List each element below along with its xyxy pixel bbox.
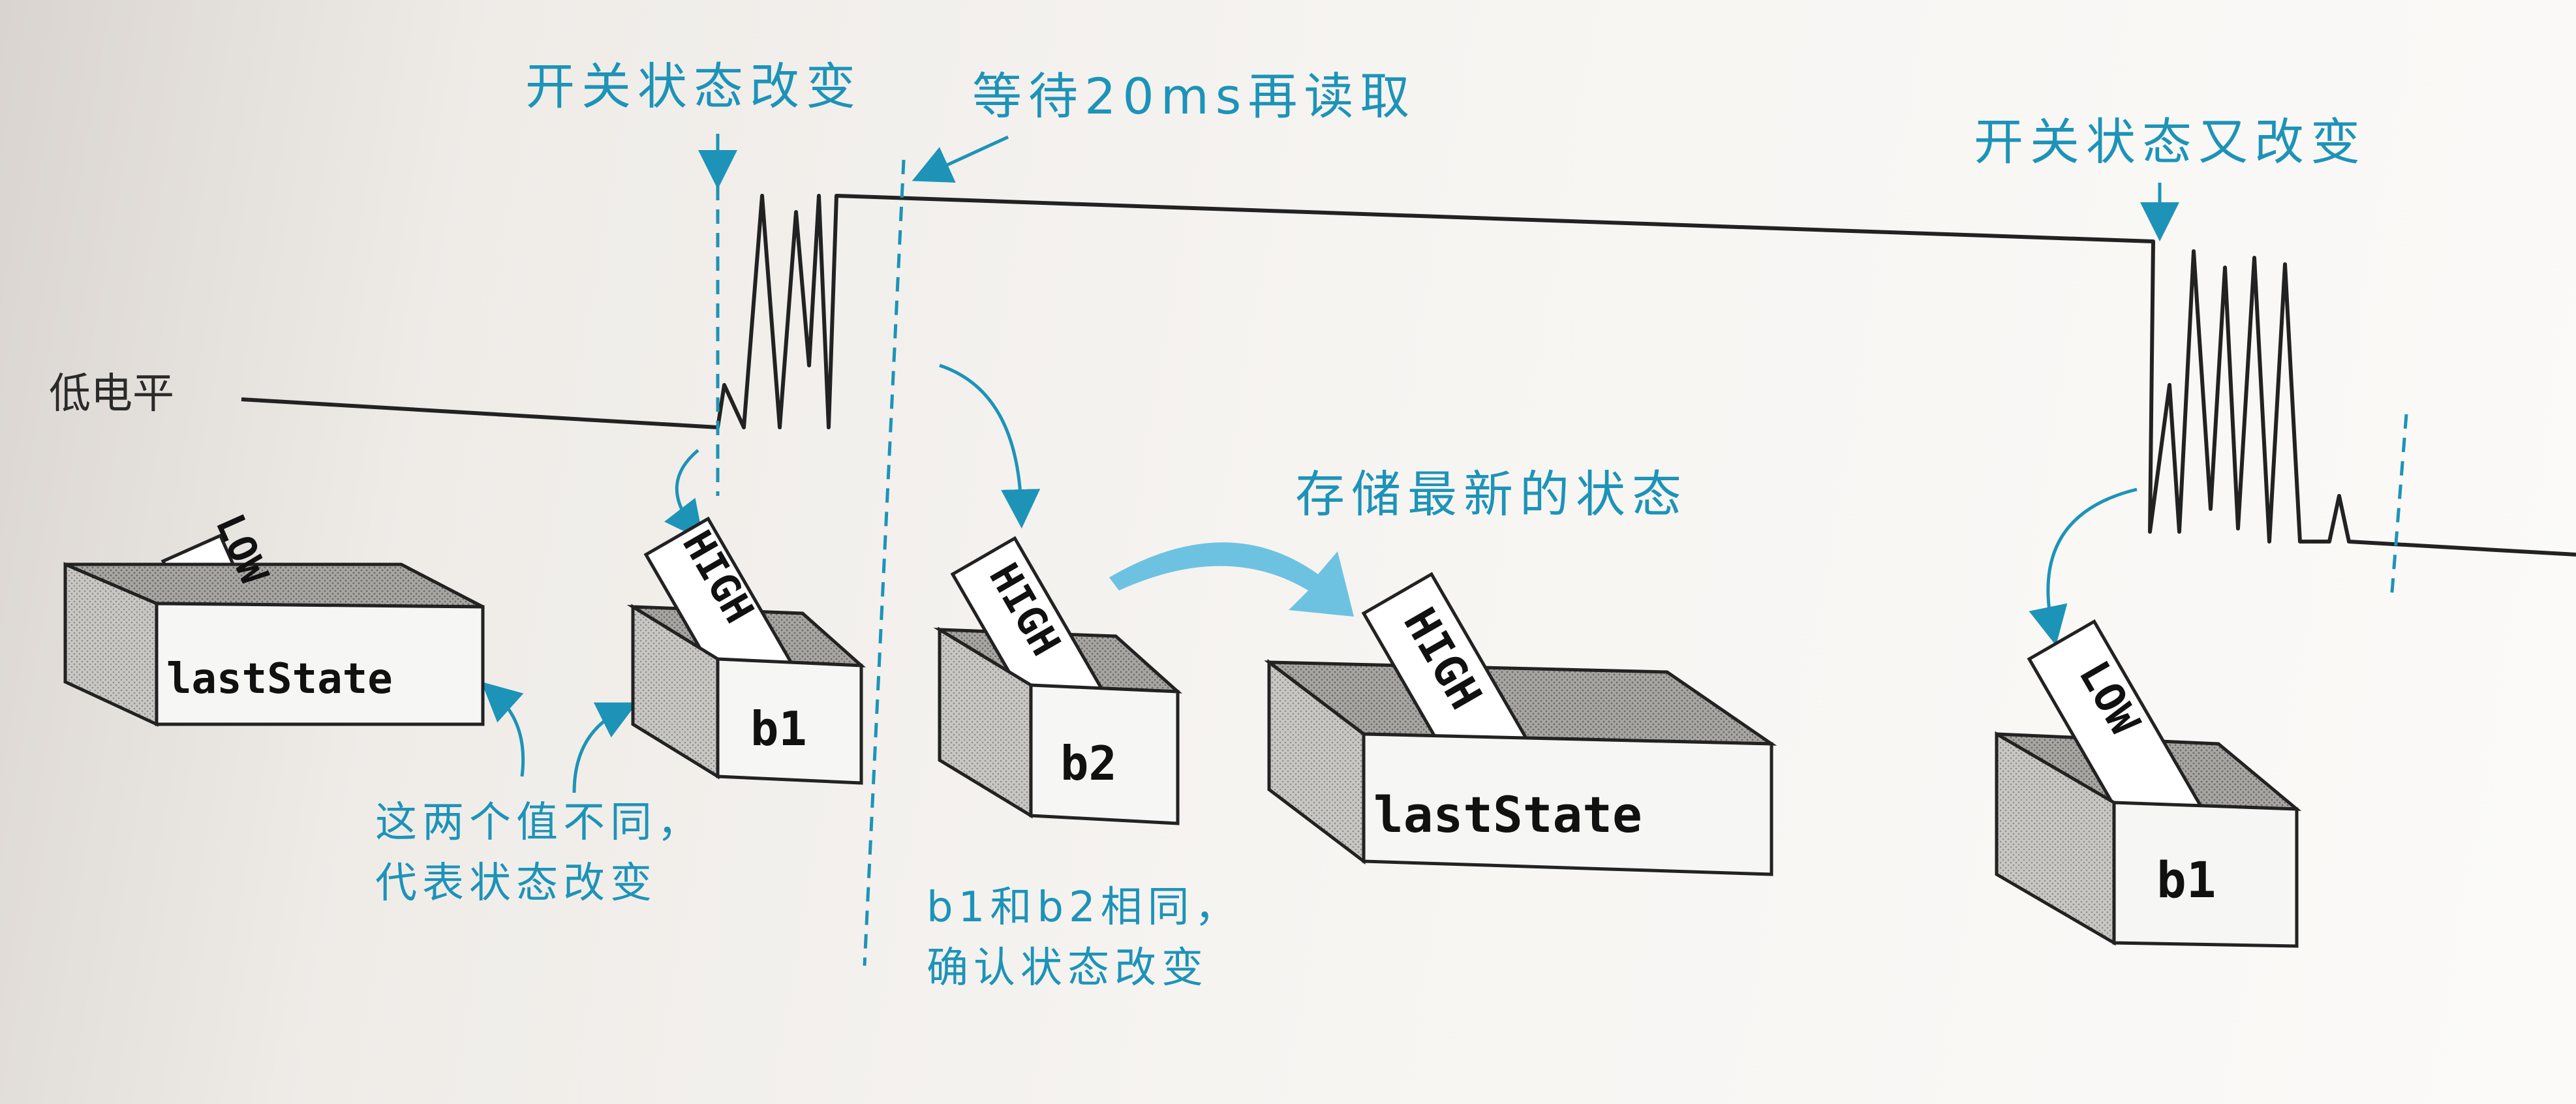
switch-changed-again-label: 开关状态又改变 [1974, 113, 2367, 171]
dashed-line-end [2389, 414, 2408, 601]
dashed-line-20ms [863, 159, 906, 966]
store-arrow [1109, 542, 1354, 617]
switch-changed-label: 开关状态改变 [525, 57, 862, 115]
arrow-to-b2 [939, 363, 1041, 529]
label-b1-second: b1 [2156, 851, 2216, 909]
annotation-arrows [481, 134, 2179, 793]
label-b1-first: b1 [750, 701, 807, 756]
box-b2 [933, 536, 1182, 825]
signal-waveform [241, 194, 2576, 557]
values-differ-line2: 代表状态改变 [375, 859, 657, 908]
values-differ-note: 这两个值不同， 代表状态改变 [375, 793, 704, 914]
arrow-to-b1-second [2029, 487, 2138, 646]
box-labels: lastState b1 b2 lastState b1 [166, 655, 2216, 909]
b1-b2-same-line1: b1和b2相同， [927, 883, 1242, 932]
box-b1-second [1995, 619, 2302, 948]
arrow-wait-20ms [912, 135, 1009, 183]
box-b1-first [626, 516, 866, 785]
label-laststate-right: lastState [1373, 786, 1642, 844]
b1-b2-same-line2: 确认状态改变 [927, 943, 1208, 992]
arrow-from-laststate [481, 681, 525, 777]
box-laststate-right [1264, 572, 1777, 876]
arrow-from-b1 [572, 702, 637, 793]
values-differ-line1: 这两个值不同， [375, 799, 704, 847]
low-level-label: 低电平 [49, 370, 174, 418]
label-laststate-left: lastState [166, 655, 393, 703]
store-latest-label: 存储最新的状态 [1295, 465, 1688, 523]
box-laststate-left [63, 533, 485, 727]
timing-lines [716, 159, 2408, 966]
b1-b2-same-note: b1和b2相同， 确认状态改变 [927, 878, 1242, 999]
wait-20ms-label: 等待20ms再读取 [972, 67, 1417, 125]
arrow-to-b1-first [664, 449, 704, 541]
label-b2: b2 [1060, 736, 1117, 791]
